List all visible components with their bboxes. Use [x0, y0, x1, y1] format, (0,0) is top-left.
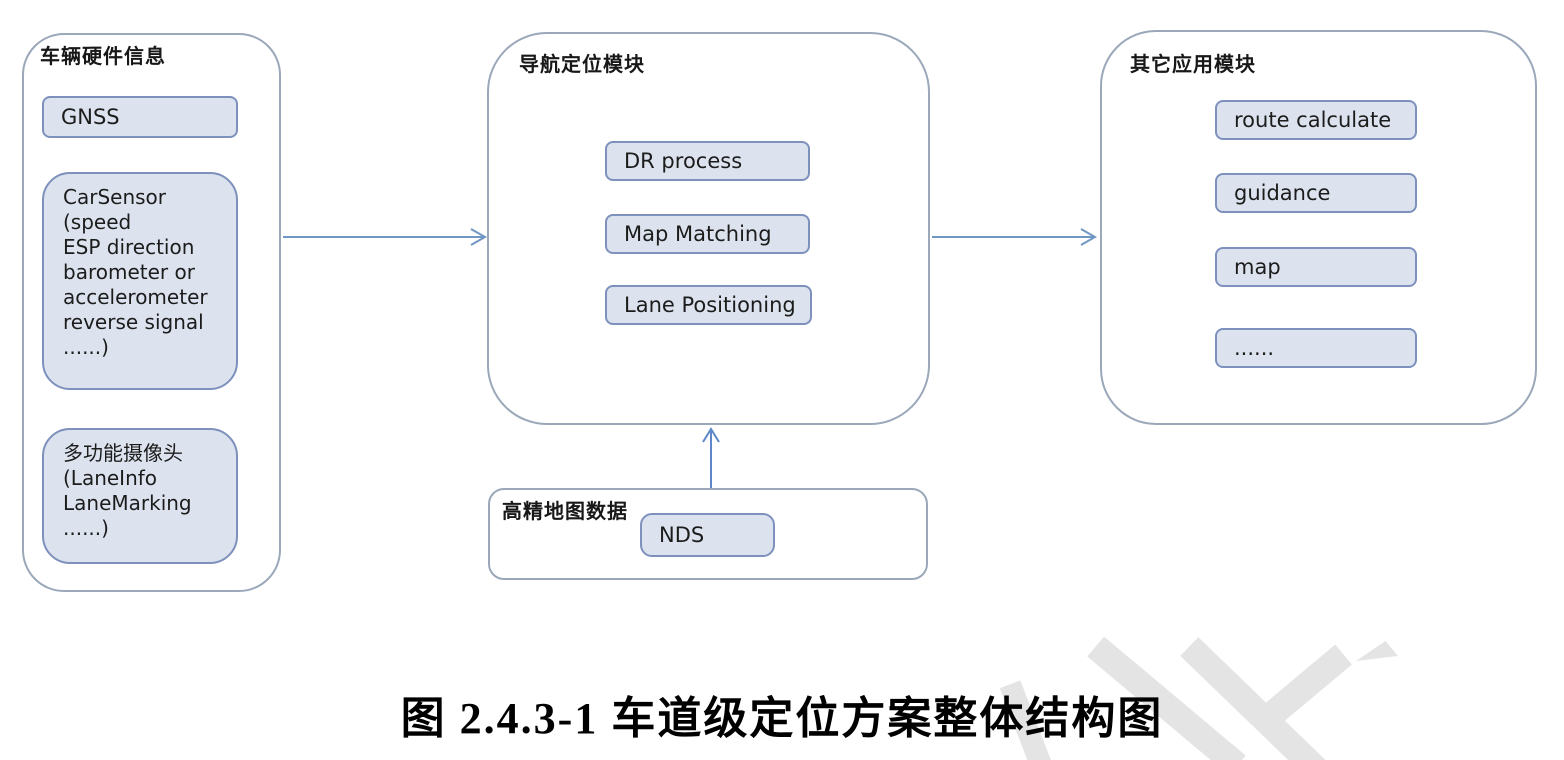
figure-caption: 图 2.4.3-1 车道级定位方案整体结构图: [400, 694, 1164, 743]
node-route-calculate: route calculate: [1215, 100, 1417, 140]
node-carsensor-line: ESP direction: [63, 235, 195, 259]
node-map: map: [1215, 247, 1417, 287]
node-camera-line: 多功能摄像头: [63, 441, 183, 465]
panel-title-other-apps: 其它应用模块: [1130, 52, 1256, 76]
node-carsensor-line: CarSensor: [63, 185, 166, 209]
node-ellipsis: ......: [1215, 328, 1417, 368]
node-dr-process: DR process: [605, 141, 810, 181]
node-camera-line: ......): [63, 516, 109, 540]
node-lane-positioning: Lane Positioning: [605, 285, 812, 325]
node-carsensor-line: barometer or: [63, 260, 195, 284]
node-guidance: guidance: [1215, 173, 1417, 213]
panel-nav-positioning: [487, 32, 930, 425]
panel-title-hd-map-data: 高精地图数据: [502, 499, 628, 523]
node-carsensor-line: reverse signal: [63, 310, 204, 334]
node-carsensor-line: ......): [63, 335, 109, 359]
node-camera-line: LaneMarking: [63, 491, 192, 515]
node-gnss: GNSS: [42, 96, 238, 138]
panel-title-vehicle-hardware: 车辆硬件信息: [40, 44, 166, 68]
node-carsensor-line: (speed: [63, 210, 132, 234]
node-map-matching: Map Matching: [605, 214, 810, 254]
panel-title-nav-positioning: 导航定位模块: [519, 52, 645, 76]
node-carsensor: CarSensor (speed ESP direction barometer…: [42, 172, 238, 390]
node-nds: NDS: [640, 513, 775, 557]
node-camera-line: (LaneInfo: [63, 466, 158, 490]
node-multifunction-camera: 多功能摄像头 (LaneInfo LaneMarking ......): [42, 428, 238, 564]
watermark-stroke-tip: [1356, 641, 1398, 661]
node-carsensor-line: accelerometer: [63, 285, 208, 309]
